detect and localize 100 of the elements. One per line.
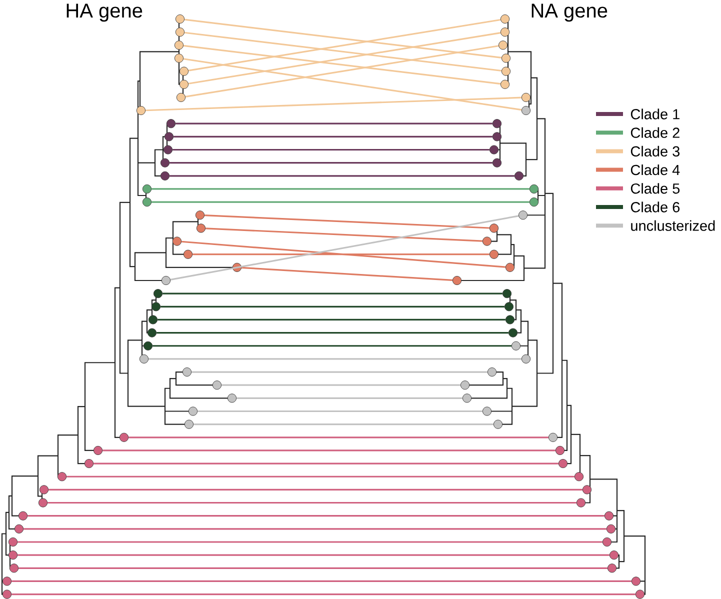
tip-circle [482,236,492,246]
tip-circle [460,380,470,390]
link-line [204,214,490,229]
tip-circle [521,92,531,102]
link-line [172,148,490,151]
tip-circle [161,276,171,286]
tip-circle [518,210,528,220]
link-line [222,384,460,386]
link-line [188,18,501,72]
tip-circle [505,315,515,324]
tip-circle [151,302,161,312]
link-line [128,436,548,438]
tip-circle [548,432,558,442]
link-line [184,32,502,72]
link-line [176,122,492,124]
tip-circle [182,367,192,377]
tip-circle [511,341,521,350]
tip-circle [18,511,28,520]
link-line [66,476,574,478]
link-line [28,515,604,517]
link-line [162,292,502,294]
link-line [192,371,488,373]
tip-circle [57,472,67,482]
tree-title: NA gene [532,4,608,22]
legend-label: unclusterized [631,220,715,231]
tip-circle [604,511,614,520]
link-line [48,488,582,490]
link-line [242,266,452,282]
tip-circle [175,14,185,24]
tip-circle [504,302,514,312]
tip-circle [607,564,617,573]
tip-circle [227,394,237,403]
tip-circle [574,472,584,482]
legend-label: Clade 1 [630,108,680,120]
tip-circle [179,80,189,89]
tip-circle [136,106,146,116]
tip-circle [529,198,539,207]
link-line [146,96,522,112]
tip-circle [555,446,565,456]
tip-circle [462,394,472,403]
link-line [206,228,482,242]
tip-circle [183,250,193,259]
tip-circle [160,158,170,168]
tip-circle [153,289,163,298]
tip-circle [489,224,499,233]
tip-circle [119,432,129,442]
tip-circle [195,210,205,220]
tip-circle [93,446,103,456]
tip-circle [163,145,173,154]
tip-circle [188,406,198,416]
link-line [170,162,492,164]
tip-circle [139,354,149,364]
tip-circle [606,524,616,534]
link-line [170,175,514,177]
link-line [24,528,606,530]
tip-circle [166,119,176,128]
tree-title: HA gene [66,4,142,22]
link-line [160,306,504,308]
tip-circle [609,550,619,560]
link-line [12,580,632,582]
tip-circle [2,590,12,599]
tip-circle [505,262,515,272]
tip-circle [172,236,182,246]
tip-circle [164,132,174,142]
link-line [152,345,512,347]
tip-circle [160,171,170,180]
tip-circle [529,184,539,194]
tip-circle [498,40,508,50]
tip-circle [582,485,592,494]
link-line [198,410,482,412]
tip-circle [631,576,641,586]
link-line [185,45,499,98]
tip-circle [175,28,185,37]
link-line [170,215,519,280]
tip-circle [492,119,502,128]
link-line [174,136,492,138]
tip-circle [232,262,242,272]
tip-circle [174,40,184,50]
link-line [18,541,602,543]
tip-circle [38,498,48,508]
tip-circle [500,28,510,37]
tip-circle [576,498,586,508]
tip-circle [39,485,49,494]
link-line [12,594,636,596]
link-line [18,554,610,556]
link-line [184,18,502,58]
tip-circle [143,341,153,350]
tip-circle [452,276,462,286]
tip-circle [558,459,568,468]
tip-circle [500,14,510,24]
tip-circle [148,315,158,324]
link-line [236,397,462,399]
link-line [181,240,506,268]
tip-circle [176,92,186,102]
tip-circle [8,537,18,547]
tip-circle [489,145,499,154]
link-line [183,44,501,85]
link-line [156,332,508,334]
tip-circle [14,524,24,534]
tip-circle [514,171,524,180]
